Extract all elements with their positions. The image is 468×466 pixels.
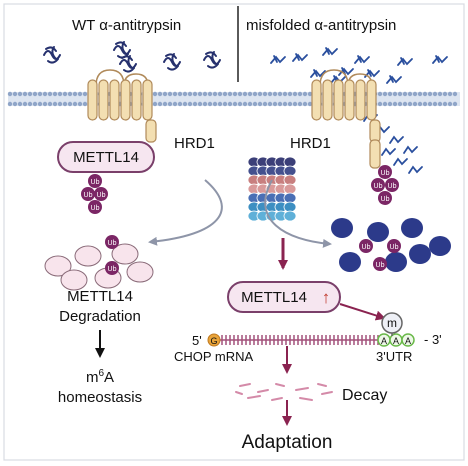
degradation-line1: METTL14 <box>67 288 133 305</box>
adaptation-label: Adaptation <box>242 432 333 453</box>
ub-label: Ub <box>374 183 383 190</box>
er-membrane <box>7 91 460 107</box>
wt-protein-icon <box>43 41 221 73</box>
poly-a-label: A <box>381 336 387 346</box>
hrd1-receptor-icon <box>87 69 157 143</box>
ub-label: Ub <box>108 240 117 247</box>
m6a-label: m6A <box>86 368 114 386</box>
ub-label: Ub <box>97 192 106 199</box>
right-hrd1-label: HRD1 <box>290 135 331 152</box>
ub-label: Ub <box>390 244 399 251</box>
ub-label: Ub <box>362 244 371 251</box>
frame <box>3 3 465 461</box>
ub-label: Ub <box>381 170 390 177</box>
up-arrow-icon: ↑ <box>322 288 331 307</box>
left-mettl14-label: METTL14 <box>73 149 139 166</box>
ub-label: Ub <box>108 266 117 273</box>
ub-label: Ub <box>381 196 390 203</box>
left-panel-title: WT α-antitrypsin <box>72 17 181 34</box>
ub-label: Ub <box>91 205 100 212</box>
poly-a-label: A <box>393 336 399 346</box>
arrow-to-methylation <box>339 303 386 321</box>
decay-label: Decay <box>342 387 387 404</box>
right-mettl14-label: METTL14 <box>241 289 307 306</box>
poly-a-label: A <box>405 336 411 346</box>
hrd1-receptor-icon <box>311 69 381 169</box>
right-mettl14-box: METTL14 ↑ <box>227 281 341 313</box>
ub-label: Ub <box>376 262 385 269</box>
left-hrd1-label: HRD1 <box>174 135 215 152</box>
homeostasis-label: homeostasis <box>58 389 142 406</box>
five-prime-label: 5' <box>192 333 202 348</box>
mrna-fragments <box>235 383 333 401</box>
m-label: m <box>387 316 397 330</box>
left-mettl14-box: METTL14 <box>57 141 155 173</box>
ub-label: Ub <box>84 192 93 199</box>
ub-label: Ub <box>388 183 397 190</box>
arrow-to-degradation <box>148 179 223 246</box>
utr-label: 3'UTR <box>376 349 412 364</box>
proteasome-icon <box>247 156 297 222</box>
g-cap-label: G <box>210 336 217 346</box>
three-prime-label: - 3' <box>424 332 442 347</box>
degradation-line2: Degradation <box>59 308 141 325</box>
chop-mrna-label: CHOP mRNA <box>174 349 254 364</box>
arrow-to-blue-pool <box>264 179 332 248</box>
m6a-mark: m <box>381 312 403 336</box>
ub-label: Ub <box>91 179 100 186</box>
right-panel-title: misfolded α-antitrypsin <box>246 17 396 34</box>
